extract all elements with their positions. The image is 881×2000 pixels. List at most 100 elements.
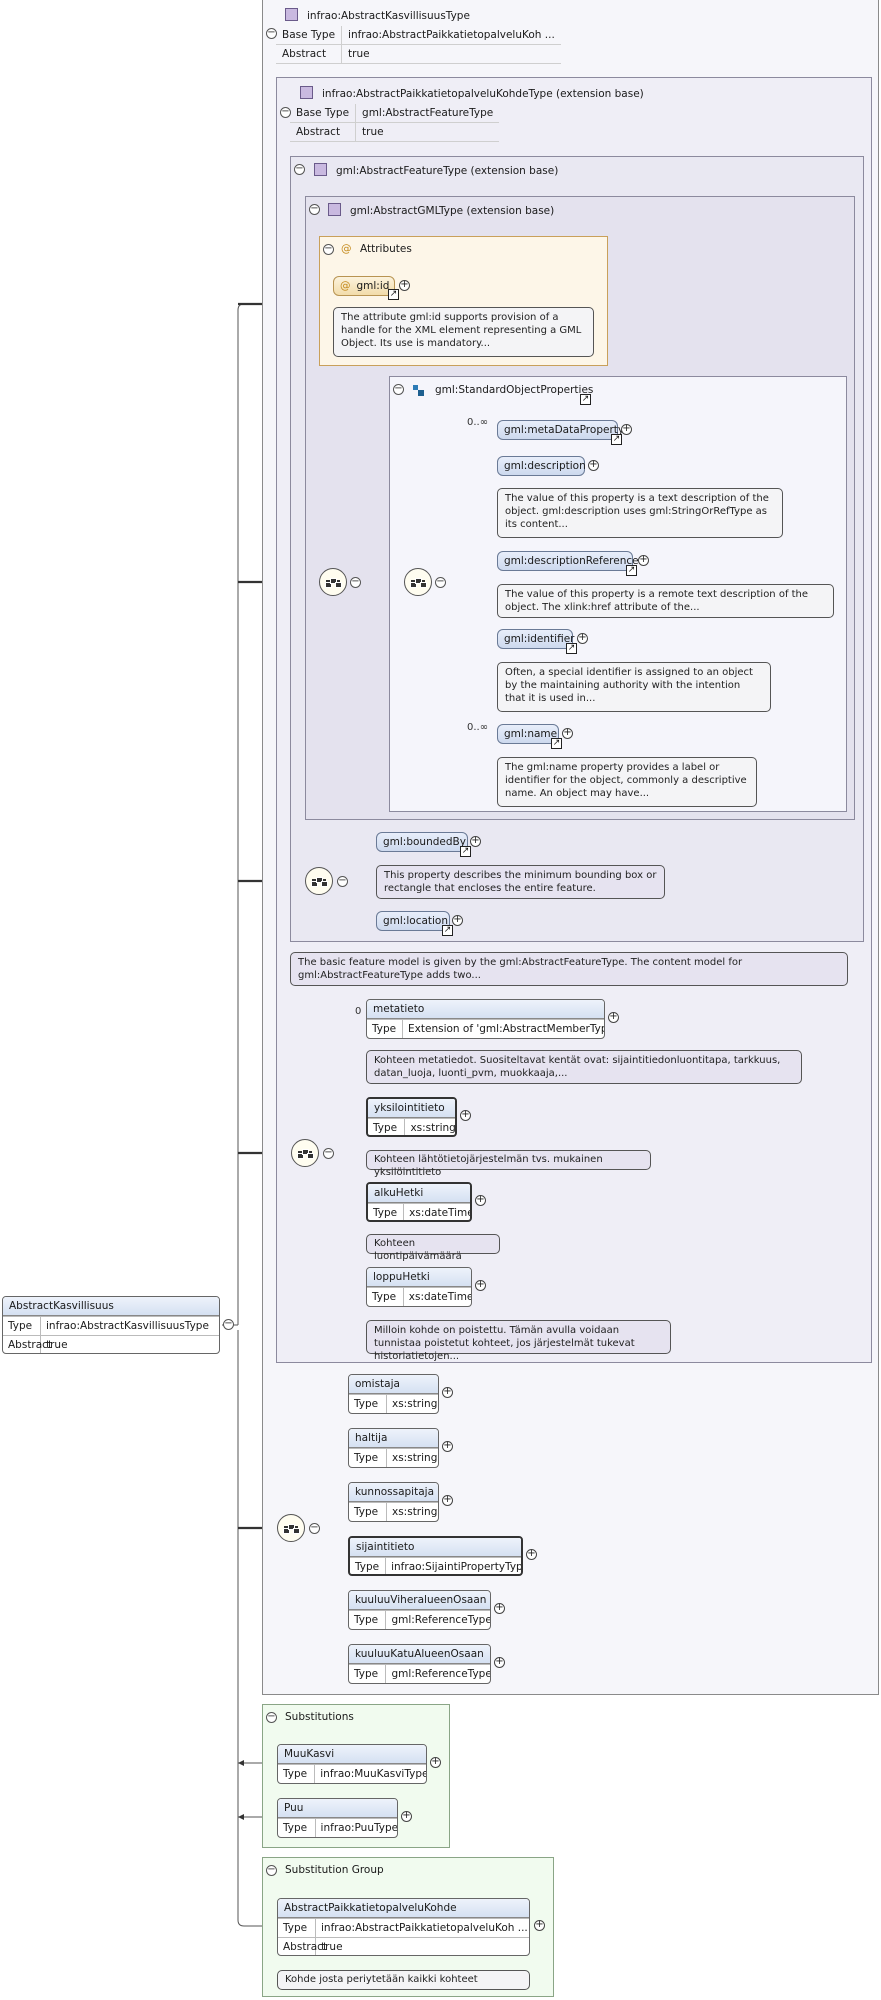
descriptionreference-link-icon[interactable]: ↗ [626,565,637,576]
kasv-sequence-icon[interactable] [277,1514,305,1542]
substitutions-collapse-icon[interactable]: − [266,1711,277,1723]
subst-group-collapse-icon[interactable]: − [266,1864,277,1876]
alkuhetki-expand-icon[interactable]: + [475,1194,486,1206]
descriptionreference-doc: The value of this property is a remote t… [497,584,834,618]
loppuhetki-type-value: xs:dateTime [408,1291,471,1303]
ext-gml-title: gml:AbstractGMLType (extension base) [328,203,554,217]
muukasvi-name: MuuKasvi [278,1745,426,1764]
std-props-link-icon[interactable]: ↗ [580,394,591,405]
yksilointitieto-name: yksilointitieto [368,1099,455,1118]
attributes-title: Attributes [360,243,412,255]
std-sequence-collapse-icon[interactable]: − [435,576,446,588]
ext-feature-collapse-icon[interactable]: − [294,163,305,175]
elem-metadataproperty[interactable]: gml:metaDataProperty [497,420,624,440]
metadataproperty-link-icon[interactable]: ↗ [611,434,622,445]
subst-group-doc: Kohde josta periytetään kaikki kohteet [277,1970,530,1990]
sijaintitieto-type-value: infrao:SijaintiPropertyType [391,1561,521,1573]
yksilointitieto-expand-icon[interactable]: + [460,1109,471,1121]
ct-abstract-key: Abstract [276,44,343,64]
muukasvi-type-value: infrao:MuuKasviType [320,1768,426,1780]
ext-gml-collapse-icon[interactable]: − [309,203,320,215]
haltija-expand-icon[interactable]: + [442,1440,453,1452]
boundedby-doc: This property describes the minimum boun… [376,865,665,899]
descriptionreference-expand-icon[interactable]: + [638,554,649,566]
feature-sequence-icon[interactable] [305,867,333,895]
sijaintitieto-type-key: Type [350,1558,387,1574]
elem-descriptionreference[interactable]: gml:descriptionReference [497,551,639,571]
complex-type-title: infrao:AbstractKasvillisuusType [285,8,470,22]
feature-sequence-collapse-icon[interactable]: − [337,875,348,887]
description-expand-icon[interactable]: + [588,459,599,471]
attr-gml-id[interactable]: @gml:id [333,276,395,296]
subst-group-abstract-value: true [321,1941,343,1953]
kunnossapitaja-type-value: xs:string [392,1506,438,1518]
paikka-sequence-icon[interactable] [291,1139,319,1167]
gml-name-link-icon[interactable]: ↗ [551,738,562,749]
attr-gml-id-label: gml:id [356,280,390,292]
root-abstract-value: true [46,1339,68,1351]
alkuhetki-type-key: Type [368,1204,405,1220]
ep-base-key: Base Type [290,104,357,123]
root-collapse-icon[interactable]: − [223,1318,234,1330]
location-expand-icon[interactable]: + [452,914,463,926]
attr-gml-id-link-icon[interactable]: ↗ [388,289,399,300]
haltija-type-value: xs:string [392,1452,438,1464]
loppuhetki-expand-icon[interactable]: + [475,1279,486,1291]
gml-name-doc: The gml:name property provides a label o… [497,757,757,807]
sijaintitieto-expand-icon[interactable]: + [526,1548,537,1560]
attributes-collapse-icon[interactable]: − [323,243,334,255]
location-link-icon[interactable]: ↗ [442,925,453,936]
feature-doc: The basic feature model is given by the … [290,952,848,986]
boundedby-link-icon[interactable]: ↗ [460,846,471,857]
boundedby-expand-icon[interactable]: + [470,835,481,847]
yksilointitieto-doc: Kohteen lähtötietojärjestelmän tvs. muka… [366,1150,651,1178]
metadataproperty-expand-icon[interactable]: + [621,423,632,435]
metatieto-expand-icon[interactable]: + [608,1011,619,1023]
elem-location[interactable]: gml:location [376,911,450,931]
identifier-link-icon[interactable]: ↗ [566,643,577,654]
gml-sequence-collapse-icon[interactable]: − [350,576,361,588]
puu-expand-icon[interactable]: + [401,1810,412,1822]
std-props-collapse-icon[interactable]: − [393,383,404,395]
kasv-sequence-collapse-icon[interactable]: − [309,1522,320,1534]
muukasvi-expand-icon[interactable]: + [430,1756,441,1768]
kunnossapitaja-expand-icon[interactable]: + [442,1494,453,1506]
elem-identifier[interactable]: gml:identifier [497,629,574,649]
kunnossapitaja-name: kunnossapitaja [349,1483,438,1502]
ct-base-value: infrao:AbstractPaikkatietopalveluKoh ... [341,26,561,45]
subst-group-expand-icon[interactable]: + [534,1919,545,1931]
elem-description[interactable]: gml:description [497,456,586,476]
substitutions-title: Substitutions [285,1711,354,1723]
identifier-doc: Often, a special identifier is assigned … [497,662,771,712]
std-sequence-icon[interactable] [404,568,432,596]
root-element-name: AbstractKasvillisuus [3,1297,219,1316]
loppuhetki-name: loppuHetki [367,1268,471,1287]
gml-name-expand-icon[interactable]: + [562,727,573,739]
kuuluuviheralueenosaan-expand-icon[interactable]: + [494,1602,505,1614]
omistaja-expand-icon[interactable]: + [442,1386,453,1398]
subst-group-title: Substitution Group [285,1864,384,1876]
attr-gml-id-expand-icon[interactable]: + [399,279,410,291]
root-type-key: Type [3,1317,41,1335]
paikka-sequence-collapse-icon[interactable]: − [323,1147,334,1159]
identifier-expand-icon[interactable]: + [577,632,588,644]
subst-group-type-key: Type [278,1919,316,1937]
kuuluukatualueenosaan-expand-icon[interactable]: + [494,1656,505,1668]
elem-boundedby[interactable]: gml:boundedBy [376,832,468,852]
gml-sequence-icon[interactable] [319,568,347,596]
elem-gml-name[interactable]: gml:name [497,724,559,744]
